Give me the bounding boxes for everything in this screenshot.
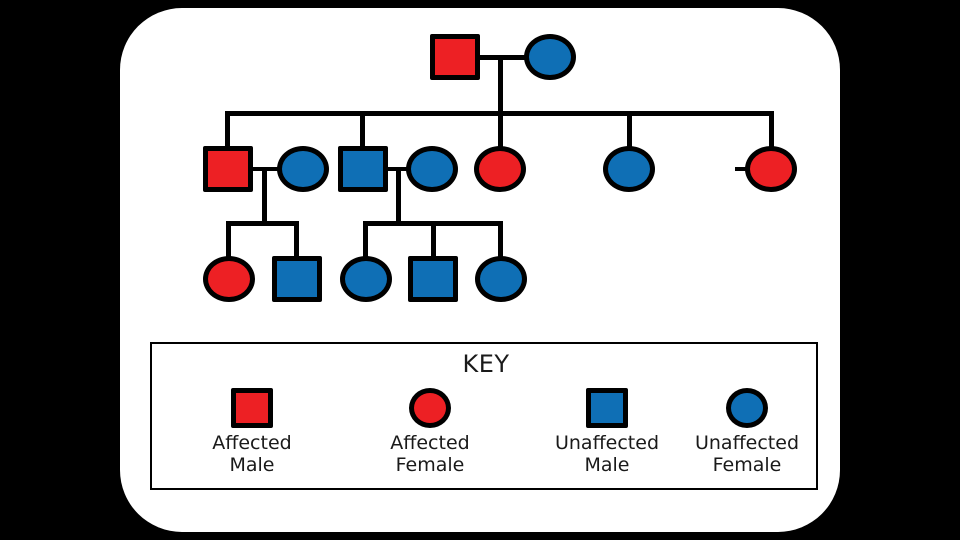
individual-I-1[interactable] (430, 34, 480, 80)
key-label-unaffected-female: Unaffected Female (667, 432, 827, 476)
individual-II-1[interactable] (203, 146, 253, 192)
key-label-line2: Female (712, 454, 782, 476)
individual-II-4[interactable] (406, 146, 458, 192)
descent-line-II-1-2 (262, 167, 267, 221)
individual-II-5[interactable] (474, 146, 526, 192)
key-label-line1: Affected (212, 432, 292, 454)
sib-drop-II-5 (498, 111, 503, 147)
key-item-affected-male: Affected Male (172, 386, 332, 476)
stub-line-II-7 (735, 167, 749, 171)
individual-III-1[interactable] (203, 256, 255, 302)
individual-II-6[interactable] (603, 146, 655, 192)
key-label-affected-female: Affected Female (350, 432, 510, 476)
sib-drop-III-3 (363, 221, 368, 258)
individual-III-3[interactable] (340, 256, 392, 302)
key-symbol-wrap (350, 386, 510, 430)
unaffected-female-icon (726, 388, 768, 428)
key-item-unaffected-male: Unaffected Male (527, 386, 687, 476)
individual-III-5[interactable] (475, 256, 527, 302)
key-label-line2: Female (395, 454, 465, 476)
sib-drop-III-4 (431, 221, 436, 258)
unaffected-male-icon (586, 388, 628, 428)
affected-female-icon (409, 388, 451, 428)
key-label-line2: Male (229, 454, 275, 476)
affected-male-icon (231, 388, 273, 428)
key-title: KEY (462, 350, 510, 378)
individual-III-4[interactable] (408, 256, 458, 302)
individual-II-7[interactable] (745, 146, 797, 192)
sibship-line-gen3-left (226, 221, 299, 226)
key-symbol-wrap (172, 386, 332, 430)
descent-line-gen1 (498, 57, 503, 115)
individual-II-2[interactable] (277, 146, 329, 192)
individual-II-3[interactable] (338, 146, 388, 192)
sib-drop-III-2 (294, 221, 299, 258)
individual-I-2[interactable] (524, 34, 576, 80)
sib-drop-II-3 (360, 111, 365, 147)
key-symbol-wrap (667, 386, 827, 430)
key-legend-box: KEY Affected Male Affected Female (150, 342, 818, 490)
key-symbol-wrap (527, 386, 687, 430)
sib-drop-III-5 (498, 221, 503, 258)
sib-drop-II-6 (627, 111, 632, 147)
key-label-line1: Unaffected (554, 432, 660, 454)
sib-drop-II-1 (225, 111, 230, 147)
key-label-line2: Male (584, 454, 630, 476)
key-label-line1: Unaffected (694, 432, 800, 454)
key-item-affected-female: Affected Female (350, 386, 510, 476)
key-label-affected-male: Affected Male (172, 432, 332, 476)
key-label-unaffected-male: Unaffected Male (527, 432, 687, 476)
descent-line-II-3-4 (396, 167, 401, 221)
sib-drop-II-7 (769, 111, 774, 147)
individual-III-2[interactable] (272, 256, 322, 302)
sib-drop-III-1 (226, 221, 231, 258)
key-label-line1: Affected (390, 432, 470, 454)
key-item-unaffected-female: Unaffected Female (667, 386, 827, 476)
